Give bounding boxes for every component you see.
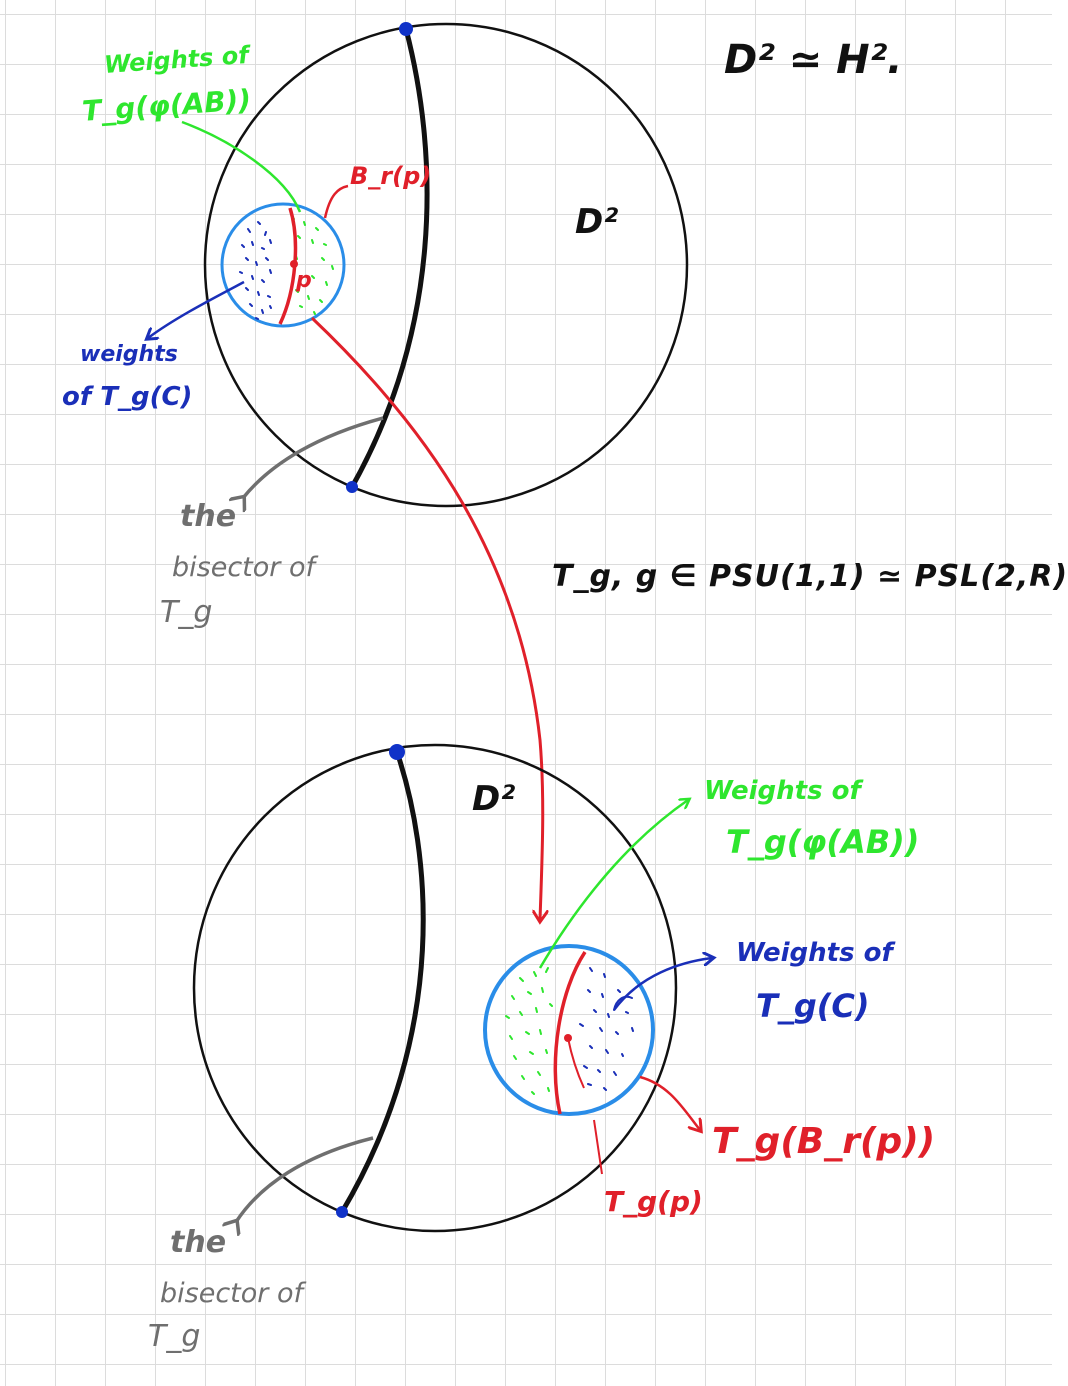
bottom-green-weights	[505, 967, 553, 1095]
top-ball-outline	[220, 202, 346, 328]
top-disk-boundary	[203, 22, 689, 508]
header-equation: D² ≃ H².	[724, 37, 903, 83]
top-blue-label-line1: weights	[80, 342, 178, 367]
top-point-p	[290, 260, 298, 268]
bottom-ball-arrow	[639, 1075, 700, 1130]
bottom-ball-label: T_g(B_r(p))	[712, 1121, 936, 1162]
bottom-geodesic-endpoint-top	[389, 744, 405, 760]
top-green-weights	[291, 215, 334, 315]
top-grey-arrow	[243, 416, 384, 498]
top-geodesic-endpoint-top	[399, 22, 413, 36]
top-blue-weights	[239, 221, 272, 320]
top-ball-label: B_r(p)	[350, 162, 432, 190]
bottom-point-tgp-tail	[567, 1037, 585, 1089]
top-disk-label: D²	[575, 202, 619, 242]
bottom-ball-red-bisector	[553, 951, 587, 1115]
bottom-bisector-geodesic	[339, 749, 426, 1215]
bottom-bisector-label-line3: T_g	[148, 1319, 201, 1354]
top-bisector-label-line1: the	[180, 499, 237, 534]
bottom-point-label: T_g(p)	[604, 1185, 703, 1218]
bottom-geodesic-endpoint-bottom	[336, 1206, 348, 1218]
bottom-disk-label: D²	[472, 779, 516, 819]
bottom-blue-label-line2: T_g(C)	[756, 987, 870, 1025]
bottom-ball-outline	[483, 944, 655, 1116]
top-bisector-label-line2: bisector of	[172, 552, 315, 583]
bottom-green-label-line2: T_g(φ(AB))	[726, 823, 920, 861]
top-blue-label-line2: of T_g(C)	[62, 382, 193, 412]
bottom-blue-weights	[579, 967, 634, 1091]
bottom-blue-label-line1: Weights of	[736, 938, 893, 968]
bottom-green-arrow	[538, 800, 688, 969]
map-arrow	[310, 316, 543, 920]
top-disk-group	[148, 22, 689, 508]
bottom-grey-arrow	[236, 1136, 374, 1222]
bottom-bisector-label-line1: the	[170, 1225, 227, 1260]
bottom-tgp-leader	[593, 1119, 603, 1175]
top-bisector-label-line3: T_g	[160, 595, 213, 630]
bottom-bisector-label-line2: bisector of	[160, 1278, 303, 1309]
bottom-disk-boundary	[192, 743, 678, 1233]
top-blue-arrow	[148, 280, 245, 338]
top-bisector-geodesic	[349, 26, 430, 490]
bottom-blue-arrow	[612, 958, 712, 1011]
top-geodesic-endpoint-bottom	[346, 481, 358, 493]
bottom-green-label-line1: Weights of	[704, 776, 861, 806]
top-point-label: p	[296, 268, 312, 293]
top-green-leader	[181, 120, 302, 213]
map-label: T_g, g ∈ PSU(1,1) ≃ PSL(2,R)	[552, 559, 1068, 594]
top-ball-leader	[323, 184, 349, 219]
bottom-disk-group	[192, 743, 712, 1233]
